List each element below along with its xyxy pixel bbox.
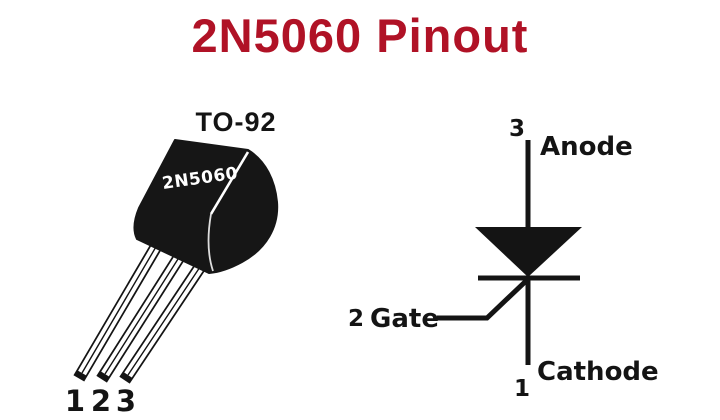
scr-triangle	[475, 227, 582, 277]
page-title: 2N5060 Pinout	[191, 9, 529, 62]
cathode-pin-number: 1	[514, 376, 530, 400]
pin-leads	[73, 231, 217, 384]
pin-lead-1	[73, 231, 169, 382]
pin-number-labels: 1 2 3	[65, 384, 136, 418]
to92-package-figure: TO-92 2N5060	[65, 107, 279, 418]
package-type-label: TO-92	[195, 107, 276, 137]
scr-symbol-figure: 3 Anode 2 Gate Cathode 1	[348, 116, 659, 400]
pin-lead-2	[96, 239, 194, 383]
pin-number-2: 2	[91, 384, 111, 418]
package-body: 2N5060	[133, 139, 279, 274]
pin-number-1: 1	[65, 384, 85, 418]
anode-label: Anode	[540, 132, 633, 162]
pin-lead-3	[119, 246, 217, 384]
pin-number-3: 3	[116, 384, 136, 418]
anode-pin-number: 3	[509, 116, 525, 142]
package-edge-highlight	[209, 151, 250, 215]
package-seam-highlight	[207, 213, 214, 272]
gate-lead-line	[437, 278, 529, 321]
gate-label: Gate	[370, 304, 439, 334]
cathode-label: Cathode	[537, 357, 659, 387]
gate-pin-number: 2	[348, 306, 364, 332]
